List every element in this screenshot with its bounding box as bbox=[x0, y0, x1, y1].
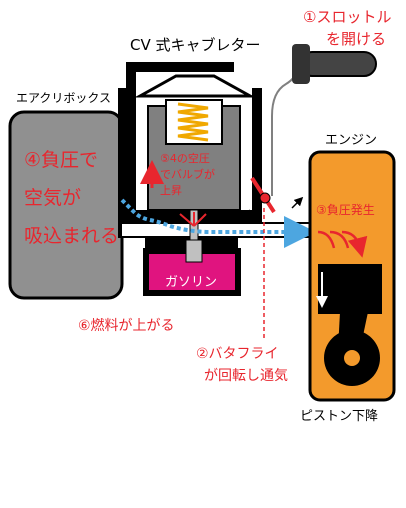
carburetor-title: CV 式キャブレター bbox=[130, 36, 261, 54]
step5-line2: でバルブが bbox=[160, 167, 215, 181]
throttle-grip bbox=[299, 51, 377, 77]
step4-line2: 空気が bbox=[24, 187, 81, 209]
step6-label: ⑥燃料が上がる bbox=[78, 317, 175, 334]
step1-line1: ①スロットル bbox=[303, 8, 391, 26]
step3-label: ③負圧発生 bbox=[316, 203, 375, 217]
step4-line1: ④負圧で bbox=[24, 149, 98, 171]
vacuum-arrows bbox=[317, 230, 360, 248]
fuel-spray bbox=[179, 212, 207, 227]
throttle-cable bbox=[271, 65, 301, 196]
spring bbox=[177, 102, 209, 142]
step5-line1: ⑤4の空圧 bbox=[160, 151, 210, 165]
airbox-label: エアクリボックス bbox=[16, 91, 111, 105]
dome-cap bbox=[134, 74, 256, 98]
step1-line2: を開ける bbox=[326, 30, 386, 48]
engine-label: エンジン bbox=[325, 133, 377, 148]
gasoline-label: ガソリン bbox=[165, 275, 217, 290]
small-arrow-right bbox=[291, 196, 304, 209]
step2-line1: ②バタフライ bbox=[196, 346, 279, 362]
crank-pin bbox=[344, 350, 360, 366]
piston bbox=[318, 264, 382, 314]
small-arrow-left bbox=[240, 209, 251, 220]
air-flow-arrow bbox=[120, 198, 316, 248]
butterfly-pivot bbox=[259, 192, 271, 204]
step5-line3: 上昇 bbox=[160, 184, 182, 197]
piston-label: ピストン下降 bbox=[300, 409, 378, 424]
throttle-end bbox=[292, 44, 310, 84]
step2-line2: が回転し通気 bbox=[204, 368, 288, 384]
jet-tube bbox=[185, 239, 203, 263]
step4-line3: 吸込まれる bbox=[24, 225, 119, 247]
